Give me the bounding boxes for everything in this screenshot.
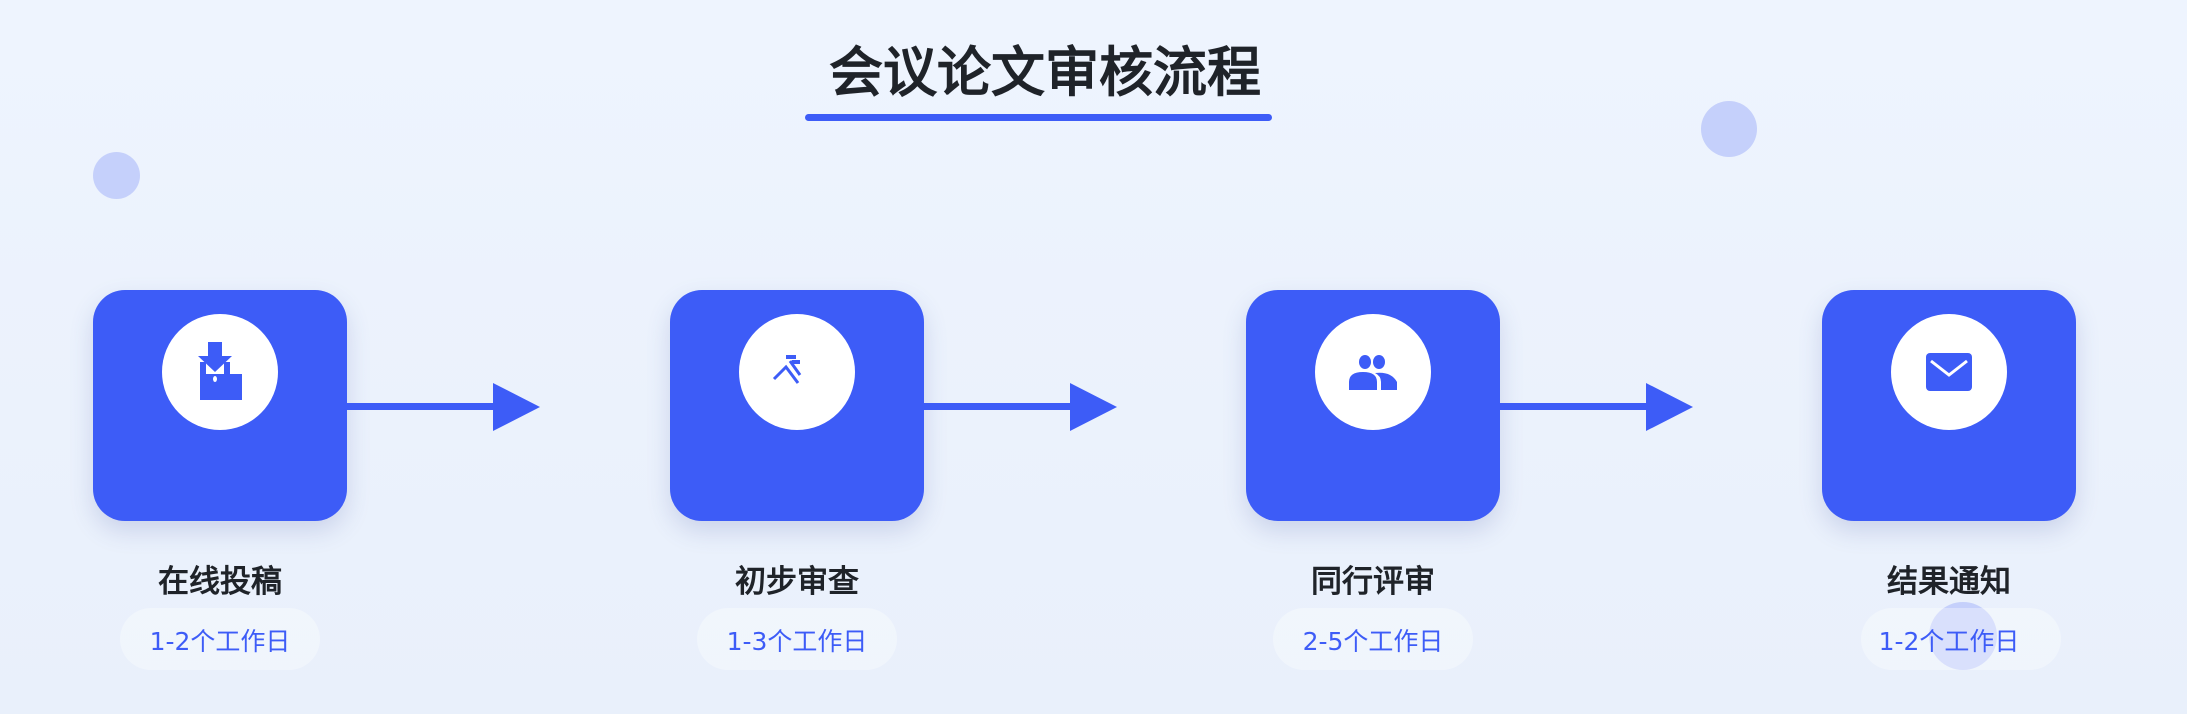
icon-circle: [739, 314, 855, 430]
step-duration: 1-2个工作日: [149, 627, 291, 656]
arrow-icon: [924, 383, 1117, 431]
upload-icon: [198, 342, 242, 400]
step-label: 同行评审: [1311, 564, 1435, 600]
check-icon: [772, 355, 802, 384]
step-card-peer-review: [1246, 290, 1500, 521]
step-card-result-notice: [1822, 290, 2076, 521]
step-duration: 1-3个工作日: [726, 627, 868, 656]
step-label: 结果通知: [1887, 564, 2011, 600]
decorative-circle: [93, 152, 140, 199]
duration-pill-bg: [120, 608, 320, 670]
step-duration: 2-5个工作日: [1302, 627, 1444, 656]
duration-pill-bg: [697, 608, 897, 670]
page-title: 会议论文审核流程: [829, 41, 1261, 104]
step-card-initial-review: [670, 290, 924, 521]
decorative-circle: [1701, 101, 1757, 157]
duration-pill-bg: [1861, 608, 2061, 670]
step-label: 初步审查: [735, 564, 859, 600]
step-duration: 1-2个工作日: [1878, 627, 2020, 656]
icon-circle: [1891, 314, 2007, 430]
arrow-icon: [1500, 383, 1693, 431]
step-card-submission: [93, 290, 347, 521]
arrow-icon: [347, 383, 540, 431]
title-underline: [805, 114, 1272, 121]
users-icon: [1349, 355, 1397, 390]
duration-pill-bg: [1273, 608, 1473, 670]
step-label: 在线投稿: [158, 564, 282, 600]
decorative-circle: [1929, 602, 1997, 670]
icon-circle: [1315, 314, 1431, 430]
icon-circle: [162, 314, 278, 430]
envelope-icon: [1926, 353, 1972, 391]
